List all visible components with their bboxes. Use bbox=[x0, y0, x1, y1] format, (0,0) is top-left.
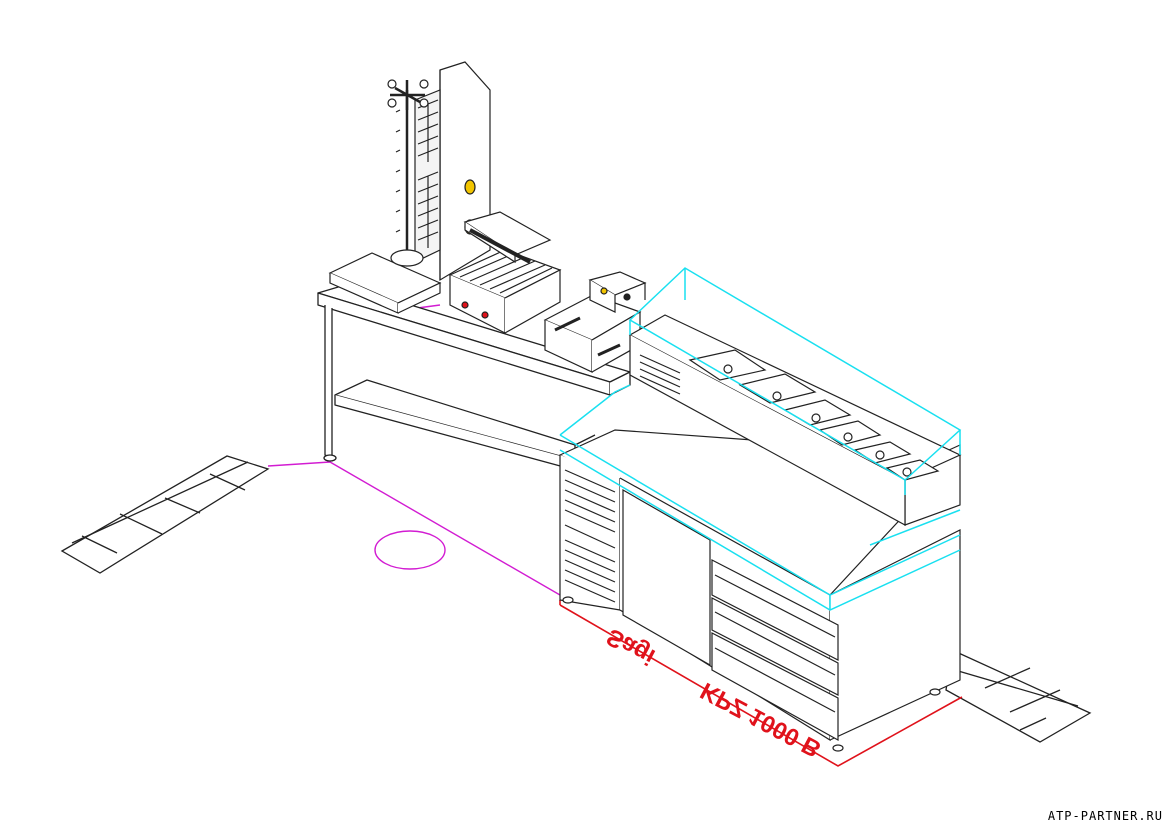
vent-grille-upper bbox=[564, 469, 616, 533]
drawer bbox=[711, 597, 839, 696]
doner-kebab-grill bbox=[328, 61, 491, 314]
knob-icon bbox=[464, 179, 476, 195]
drawer bbox=[711, 632, 839, 742]
floor-tiles-left bbox=[60, 455, 270, 574]
knob-icon bbox=[461, 301, 469, 309]
floor-outline-red bbox=[559, 600, 963, 767]
refrigerated-prep-table bbox=[558, 314, 962, 752]
drain-outline bbox=[374, 530, 446, 570]
deep-fryer bbox=[543, 271, 647, 373]
door-left bbox=[622, 488, 711, 667]
vent-grille-side bbox=[639, 354, 681, 395]
knob-icon bbox=[600, 287, 608, 295]
drawer bbox=[711, 559, 839, 661]
sneeze-guard-cyan bbox=[559, 267, 962, 611]
skewer-ticks bbox=[395, 109, 401, 233]
knob-icon bbox=[481, 311, 489, 319]
watermark: ATP-PARTNER.RU bbox=[1048, 809, 1163, 823]
grill-ribs bbox=[459, 252, 553, 294]
heating-grid-lower bbox=[417, 171, 439, 248]
floor-tiles-right bbox=[945, 649, 1092, 743]
vent-grille-lower bbox=[564, 539, 616, 603]
contact-grill bbox=[448, 211, 562, 334]
knob-icon bbox=[623, 293, 631, 301]
